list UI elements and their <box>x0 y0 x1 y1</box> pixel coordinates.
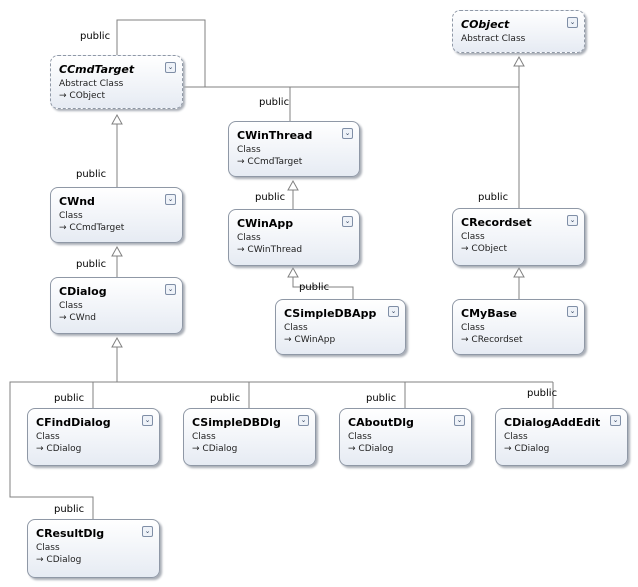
class-name: CObject <box>461 18 510 31</box>
relation-label: public <box>478 192 509 203</box>
base-class: → CDialog <box>36 555 82 565</box>
class-kind: Class <box>284 323 308 333</box>
base-class: → CCmdTarget <box>59 223 125 233</box>
class-box-cresultdlg[interactable]: CResultDlg Class → CDialog ⌄ <box>27 519 160 578</box>
relation-label: public <box>76 169 107 180</box>
relation-label: public <box>255 192 286 203</box>
class-kind: Class <box>461 232 485 242</box>
arrow-icon: → <box>59 223 67 233</box>
relation-label: public <box>527 388 558 399</box>
arrow-icon: → <box>237 245 245 255</box>
class-name: CWinApp <box>237 217 294 230</box>
class-name: CResultDlg <box>36 527 105 540</box>
collapse-toggle-icon[interactable]: ⌄ <box>567 215 578 226</box>
class-name: CRecordset <box>461 216 532 229</box>
collapse-toggle-icon[interactable]: ⌄ <box>454 415 465 426</box>
relation-label: public <box>299 282 330 293</box>
class-box-cobject[interactable]: CObject Abstract Class ⌄ <box>452 10 585 53</box>
class-kind: Class <box>59 301 83 311</box>
arrow-icon: → <box>36 444 44 454</box>
class-kind: Class <box>36 543 60 553</box>
class-name: CSimpleDBDlg <box>192 416 281 429</box>
base-class: → CDialog <box>348 444 394 454</box>
class-name: CAboutDlg <box>348 416 414 429</box>
base-class: → CObject <box>59 91 106 101</box>
class-kind: Abstract Class <box>59 79 124 89</box>
relation-label: public <box>80 31 111 42</box>
collapse-toggle-icon[interactable]: ⌄ <box>342 216 353 227</box>
base-class: → CObject <box>461 244 508 254</box>
arrow-icon: → <box>59 91 67 101</box>
class-box-cdialogaddedit[interactable]: CDialogAddEdit Class → CDialog ⌄ <box>495 408 628 466</box>
class-kind: Class <box>36 432 60 442</box>
collapse-toggle-icon[interactable]: ⌄ <box>165 194 176 205</box>
class-box-crecordset[interactable]: CRecordset Class → CObject ⌄ <box>452 208 585 266</box>
collapse-toggle-icon[interactable]: ⌄ <box>567 17 578 28</box>
relation-label: public <box>259 97 290 108</box>
class-name: CMyBase <box>461 307 518 320</box>
class-box-ccmdtarget[interactable]: CCmdTarget Abstract Class → CObject ⌄ <box>50 55 183 109</box>
class-kind: Abstract Class <box>461 34 526 44</box>
class-kind: Class <box>348 432 372 442</box>
class-box-caboutdlg[interactable]: CAboutDlg Class → CDialog ⌄ <box>339 408 472 466</box>
base-class: → CWnd <box>59 313 97 323</box>
class-box-cwinapp[interactable]: CWinApp Class → CWinThread ⌄ <box>228 209 360 266</box>
arrow-icon: → <box>504 444 512 454</box>
class-box-cwinthread[interactable]: CWinThread Class → CCmdTarget ⌄ <box>228 121 360 177</box>
class-name: CDialog <box>59 285 107 298</box>
class-name: CDialogAddEdit <box>504 416 601 429</box>
relation-label: public <box>54 393 85 404</box>
arrow-icon: → <box>348 444 356 454</box>
relation-label: public <box>76 259 107 270</box>
class-box-csimpledbapp[interactable]: CSimpleDBApp Class → CWinApp ⌄ <box>275 299 406 355</box>
collapse-toggle-icon[interactable]: ⌄ <box>342 128 353 139</box>
relation-label: public <box>210 393 241 404</box>
arrow-icon: → <box>284 335 292 345</box>
class-box-cdialog[interactable]: CDialog Class → CWnd ⌄ <box>50 277 183 334</box>
class-box-csimpledbdlg[interactable]: CSimpleDBDlg Class → CDialog ⌄ <box>183 408 316 466</box>
collapse-toggle-icon[interactable]: ⌄ <box>165 62 176 73</box>
collapse-toggle-icon[interactable]: ⌄ <box>567 306 578 317</box>
arrow-icon: → <box>237 157 245 167</box>
collapse-toggle-icon[interactable]: ⌄ <box>165 284 176 295</box>
relation-label: public <box>54 504 85 515</box>
collapse-toggle-icon[interactable]: ⌄ <box>142 415 153 426</box>
class-kind: Class <box>237 145 261 155</box>
base-class: → CDialog <box>504 444 550 454</box>
base-class: → CRecordset <box>461 335 523 345</box>
class-box-cfinddialog[interactable]: CFindDialog Class → CDialog ⌄ <box>27 408 160 466</box>
collapse-toggle-icon[interactable]: ⌄ <box>298 415 309 426</box>
arrow-icon: → <box>461 244 469 254</box>
class-name: CFindDialog <box>36 416 111 429</box>
class-kind: Class <box>461 323 485 333</box>
collapse-toggle-icon[interactable]: ⌄ <box>610 415 621 426</box>
class-name: CSimpleDBApp <box>284 307 377 320</box>
class-box-cmybase[interactable]: CMyBase Class → CRecordset ⌄ <box>452 299 585 355</box>
class-name: CCmdTarget <box>59 63 135 76</box>
base-class: → CDialog <box>36 444 82 454</box>
arrow-icon: → <box>59 313 67 323</box>
arrow-icon: → <box>192 444 200 454</box>
class-kind: Class <box>504 432 528 442</box>
arrow-icon: → <box>461 335 469 345</box>
base-class: → CDialog <box>192 444 238 454</box>
class-kind: Class <box>59 211 83 221</box>
base-class: → CCmdTarget <box>237 157 303 167</box>
relation-label: public <box>366 393 397 404</box>
class-name: CWnd <box>59 195 95 208</box>
class-kind: Class <box>237 233 261 243</box>
class-kind: Class <box>192 432 216 442</box>
class-name: CWinThread <box>237 129 313 142</box>
base-class: → CWinApp <box>284 335 336 345</box>
arrow-icon: → <box>36 555 44 565</box>
base-class: → CWinThread <box>237 245 303 255</box>
collapse-toggle-icon[interactable]: ⌄ <box>142 526 153 537</box>
class-box-cwnd[interactable]: CWnd Class → CCmdTarget ⌄ <box>50 187 183 243</box>
collapse-toggle-icon[interactable]: ⌄ <box>388 306 399 317</box>
